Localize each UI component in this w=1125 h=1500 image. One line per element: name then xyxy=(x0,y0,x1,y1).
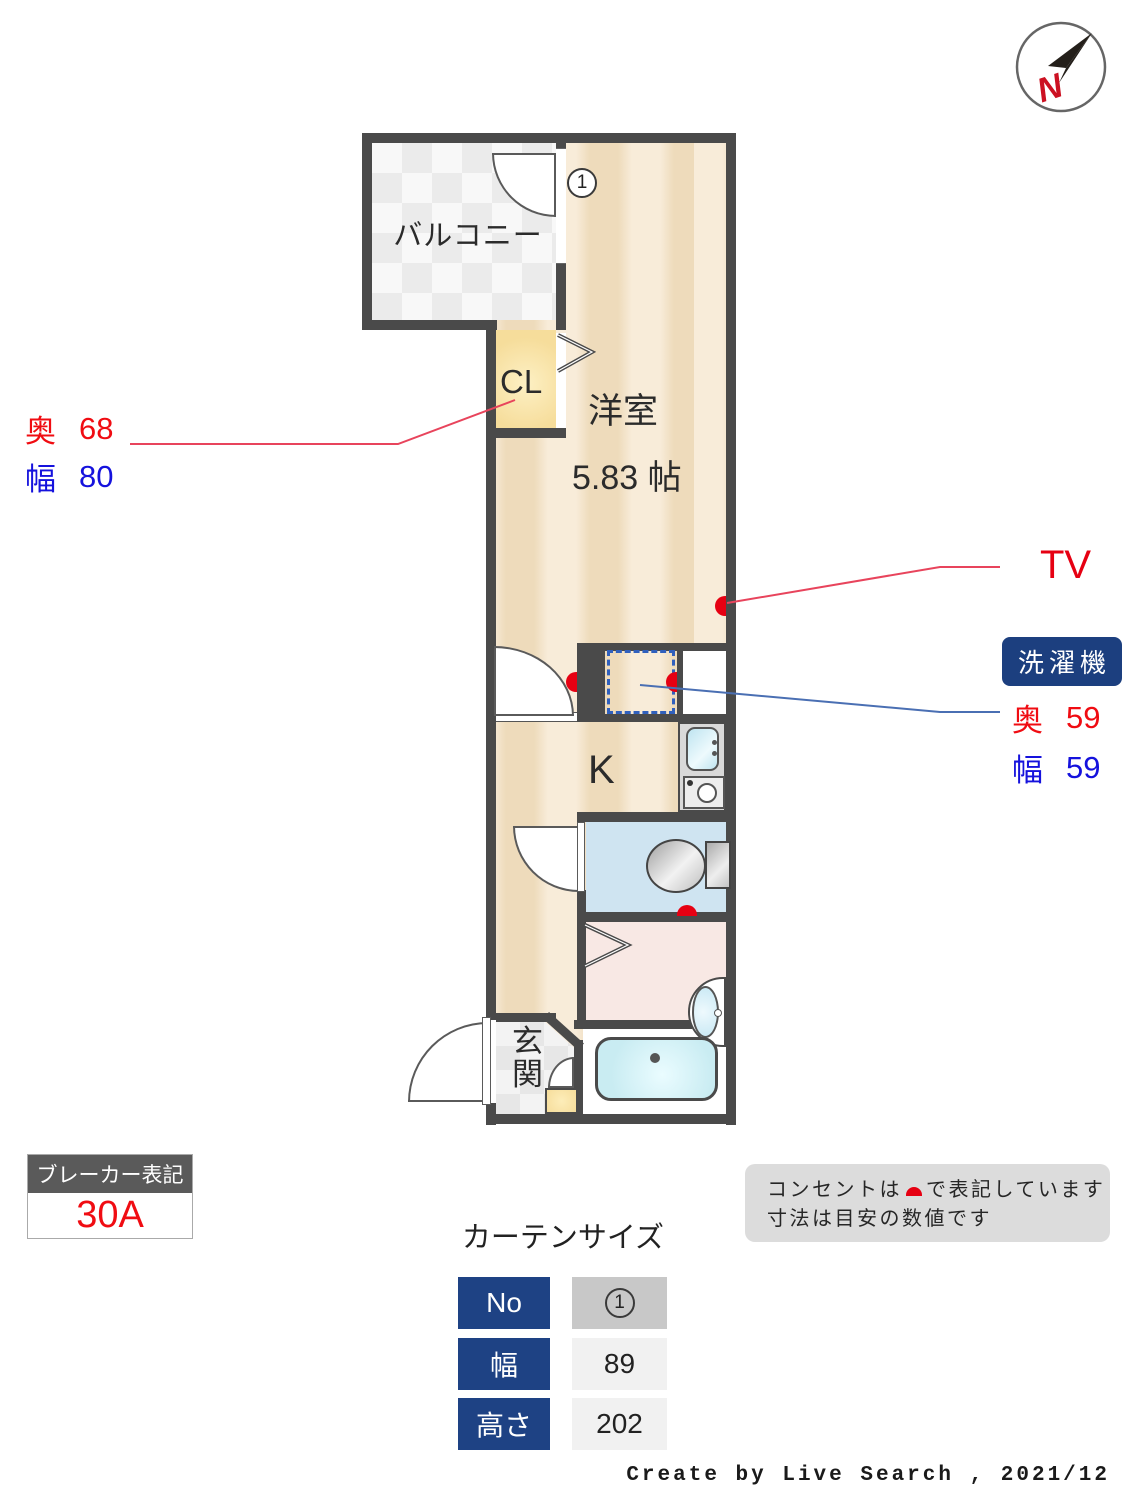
closet-depth-label: 奥 xyxy=(25,414,56,449)
room-size-label: 5.83 帖 xyxy=(572,459,682,497)
balcony-label: バルコニー xyxy=(393,220,543,252)
legend-note: コンセントはで表記しています 寸法は目安の数値です xyxy=(745,1164,1110,1242)
bathtub xyxy=(595,1037,718,1101)
wall-washroom-left xyxy=(577,922,586,1028)
bathtub-drain xyxy=(650,1053,660,1063)
front-door-arc xyxy=(408,1022,488,1102)
closet-open-side xyxy=(556,333,566,428)
faucet-dot xyxy=(712,751,717,756)
front-door-leaf xyxy=(482,1017,491,1105)
toilet-bowl xyxy=(646,839,706,893)
wall-toilet-left xyxy=(577,890,586,922)
washer-width-value: 59 xyxy=(1066,749,1101,785)
wall-niche-divider xyxy=(677,651,683,715)
stove-burner xyxy=(697,783,717,803)
outlet-marker xyxy=(566,672,577,692)
kitchen-label: K xyxy=(588,748,615,792)
compass-north-icon: N xyxy=(1015,21,1107,113)
curtain-row-width-value: 89 xyxy=(572,1338,667,1390)
legend-note-line1: コンセントはで表記しています xyxy=(767,1179,1106,1201)
wall-partition-block xyxy=(577,643,605,722)
wall-top xyxy=(362,133,736,143)
curtain-row-height-label: 高さ xyxy=(458,1398,550,1450)
closet-width-label: 幅 xyxy=(25,462,56,497)
wall-entrance-top xyxy=(486,1013,556,1022)
tv-label: TV xyxy=(1040,543,1092,587)
toilet-outlet-marker xyxy=(677,905,697,916)
wall-washroom-bottom xyxy=(574,1020,692,1029)
toilet-door-leaf xyxy=(577,822,585,892)
wall-balcony-left xyxy=(362,133,372,330)
breaker-box: ブレーカー表記 30A xyxy=(27,1154,193,1239)
closet-dimensions: 奥 68 幅 80 xyxy=(25,406,113,499)
wall-bottom xyxy=(486,1114,736,1124)
washer-dimensions: 奥 59 幅 59 xyxy=(1012,695,1100,790)
window-number-badge: 1 xyxy=(567,168,597,198)
wall-balcony-bottom xyxy=(362,320,497,330)
washroom-folding-door-icon xyxy=(584,923,633,968)
shoe-cabinet xyxy=(545,1088,578,1114)
washbasin-faucet xyxy=(714,1009,722,1017)
outlet-marker xyxy=(666,672,677,692)
curtain-row-no-value: 1 xyxy=(572,1277,667,1329)
wall-right xyxy=(726,133,736,1125)
washer-depth-label: 奥 xyxy=(1012,703,1043,738)
washer-width-label: 幅 xyxy=(1012,753,1043,788)
kitchen-sink xyxy=(686,727,719,771)
faucet-dot xyxy=(712,740,717,745)
toilet-tank xyxy=(705,841,731,889)
outlet-legend-icon xyxy=(906,1187,922,1196)
washer-space-dashed-box xyxy=(607,650,675,714)
wall-toilet-top xyxy=(577,812,736,822)
wall-closet-bottom xyxy=(486,428,566,438)
legend-note-line2: 寸法は目安の数値です xyxy=(767,1208,992,1230)
wall-left xyxy=(486,320,496,1125)
credit-text: Create by Live Search , 2021/12 xyxy=(626,1464,1110,1487)
curtain-row-no-label: No xyxy=(458,1277,550,1329)
closet-depth-value: 68 xyxy=(79,410,114,446)
closet-width-value: 80 xyxy=(79,458,114,494)
breaker-title: ブレーカー表記 xyxy=(28,1155,192,1193)
wall-bath-left xyxy=(574,1040,583,1124)
wall-niche-bottom xyxy=(605,714,736,722)
wall-niche-top xyxy=(605,643,736,651)
room-label: 洋室 xyxy=(588,392,659,431)
curtain-row-height-value: 202 xyxy=(572,1398,667,1450)
tv-outlet-marker xyxy=(715,596,726,616)
balcony-door-opening xyxy=(556,148,566,264)
entrance-label: 玄関 xyxy=(512,1024,543,1092)
curtain-window-badge: 1 xyxy=(604,1288,635,1318)
curtain-row-width-label: 幅 xyxy=(458,1338,550,1390)
wall-toilet-bottom xyxy=(577,912,736,922)
breaker-value: 30A xyxy=(28,1193,192,1238)
front-door-opening xyxy=(486,1020,496,1103)
washer-badge: 洗濯機 xyxy=(1002,637,1122,686)
storage-niche xyxy=(683,651,726,714)
washer-depth-value: 59 xyxy=(1066,699,1101,735)
closet-label: CL xyxy=(500,363,543,400)
closet-folding-door-icon xyxy=(557,333,596,373)
curtain-table-title: カーテンサイズ xyxy=(461,1222,665,1254)
stove-knob xyxy=(687,780,693,786)
